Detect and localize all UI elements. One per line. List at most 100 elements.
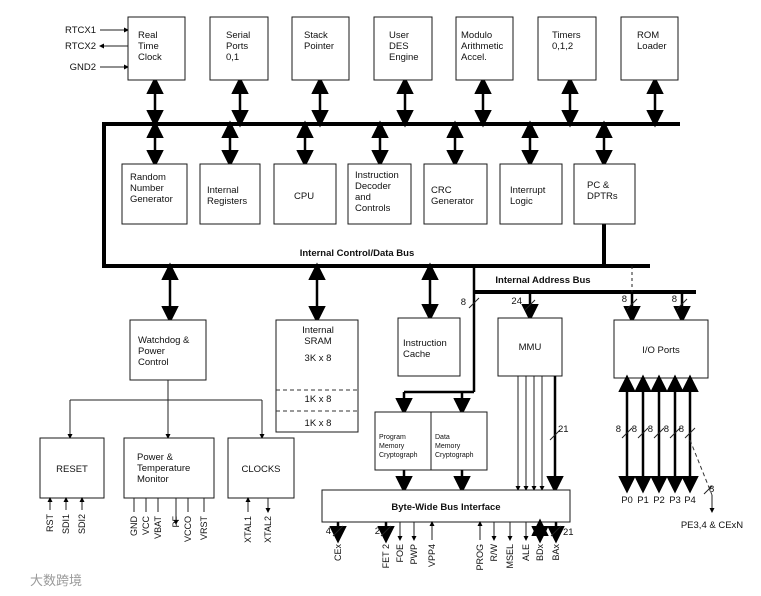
reset-pin-label: SDI2 bbox=[77, 514, 87, 534]
data-crypto-label: Data bbox=[435, 434, 450, 441]
sram-title: SRAM bbox=[304, 336, 332, 347]
port-width: 8 bbox=[616, 424, 621, 435]
power-pin-label: GND bbox=[129, 516, 139, 537]
watermark: 大数跨境 bbox=[30, 574, 82, 589]
top-block-label: Loader bbox=[637, 41, 667, 52]
top-block-label: Modulo bbox=[461, 30, 492, 41]
instruction-decoder-block bbox=[347, 163, 412, 225]
watchdog-label: Power bbox=[138, 346, 165, 357]
ba-width: 21 bbox=[563, 527, 574, 538]
program-crypto-label: Program bbox=[379, 434, 406, 441]
random-number-generator-block bbox=[121, 163, 188, 225]
power-pin-label: PF bbox=[171, 516, 181, 528]
power-monitor-label: Power & bbox=[137, 452, 174, 463]
watchdog-block bbox=[129, 319, 207, 381]
fet-width: 2 bbox=[375, 526, 380, 537]
io-ports-label: I/O Ports bbox=[642, 345, 680, 356]
sram-bank1: 1K x 8 bbox=[305, 394, 332, 405]
cpu-block bbox=[273, 163, 337, 225]
port-width: 8 bbox=[679, 424, 684, 435]
instruction-cache-label: Cache bbox=[403, 349, 430, 360]
watchdog-label: Control bbox=[138, 357, 169, 368]
p34-width: 8 bbox=[709, 484, 714, 495]
rtc-pin-label: RTCX2 bbox=[65, 41, 96, 52]
reset-label: RESET bbox=[56, 464, 88, 475]
port-label: P4 bbox=[684, 495, 696, 506]
port-width: 8 bbox=[632, 424, 637, 435]
cex-width: 4 bbox=[326, 526, 331, 537]
rom-loader-block bbox=[620, 16, 679, 81]
user-des-engine-block bbox=[373, 16, 433, 81]
port-label: P2 bbox=[653, 495, 665, 506]
mmu-label: MMU bbox=[519, 342, 542, 353]
bus-pin-label: MSEL bbox=[505, 544, 515, 569]
top-block-label: 0,1,2 bbox=[552, 41, 573, 52]
rtc-pin-label: RTCX1 bbox=[65, 25, 96, 36]
program-crypto-label: Memory bbox=[379, 443, 405, 450]
mid-block-label: and bbox=[355, 192, 371, 203]
top-block-label: Engine bbox=[389, 52, 419, 63]
p34-label: PE3,4 & CExN bbox=[681, 520, 743, 531]
internal-control-data-bus-label: Internal Control/Data Bus bbox=[300, 248, 415, 259]
mid-block-label: Decoder bbox=[355, 181, 391, 192]
sram-bank2: 1K x 8 bbox=[305, 418, 332, 429]
serial-ports-block bbox=[209, 16, 269, 81]
mid-block-label: Random bbox=[130, 172, 166, 183]
mid-blocks bbox=[121, 163, 636, 225]
top-block-label: Arithmetic bbox=[461, 41, 503, 52]
top-block-label: Ports bbox=[226, 41, 248, 52]
top-block-label: Accel. bbox=[461, 52, 487, 63]
clocks-label: CLOCKS bbox=[241, 464, 280, 475]
byte-wide-label: Byte-Wide Bus Interface bbox=[391, 502, 500, 513]
instruction-cache-block bbox=[397, 317, 461, 377]
port-width: 8 bbox=[664, 424, 669, 435]
bus-pin-label: FET 2 bbox=[381, 544, 391, 568]
reset-block bbox=[39, 437, 105, 499]
data-crypto-label: Cryptograph bbox=[435, 452, 474, 459]
top-block-label: Clock bbox=[138, 52, 162, 63]
port-label: P3 bbox=[669, 495, 681, 506]
top-block-label: DES bbox=[389, 41, 409, 52]
power-monitor-block bbox=[123, 437, 215, 499]
mmu-to-bus-interface bbox=[515, 376, 564, 494]
bus-width: 8 bbox=[622, 294, 627, 305]
byte-wide-bus-interface-block bbox=[321, 489, 571, 523]
clock-pin-label: XTAL1 bbox=[243, 516, 253, 543]
instruction-cache-label: Instruction bbox=[403, 338, 447, 349]
mmu-block bbox=[497, 317, 563, 377]
bus-pin-label: BAx bbox=[551, 544, 561, 561]
bus-pin-label: R/W bbox=[489, 544, 499, 562]
mid-block-label: Internal bbox=[207, 185, 239, 196]
mid-block-label: Instruction bbox=[355, 170, 399, 181]
data-memory-cryptograph-block bbox=[430, 411, 488, 471]
rtc-pin-label: GND2 bbox=[70, 62, 96, 73]
port-label: P0 bbox=[621, 495, 633, 506]
mid-block-label: CPU bbox=[294, 191, 314, 202]
pc-dptrs-block bbox=[573, 163, 636, 225]
power-monitor-label: Monitor bbox=[137, 474, 169, 485]
mid-block-label: DPTRs bbox=[587, 191, 618, 202]
reset-pin-label: RST bbox=[45, 513, 55, 532]
mid-block-connectors bbox=[146, 120, 613, 168]
mid-block-label: Controls bbox=[355, 203, 391, 214]
top-block-label: Stack bbox=[304, 30, 328, 41]
timers-block bbox=[537, 16, 597, 81]
top-block-label: ROM bbox=[637, 30, 659, 41]
port-lines bbox=[618, 374, 715, 513]
internal-registers-block bbox=[199, 163, 261, 225]
mid-block-label: PC & bbox=[587, 180, 610, 191]
top-block-label: Real bbox=[138, 30, 158, 41]
power-pin-label: VBAT bbox=[153, 516, 163, 539]
sram-block bbox=[275, 319, 359, 433]
clock-pin-label: XTAL2 bbox=[263, 516, 273, 543]
bus-pin-label: FOE bbox=[395, 544, 405, 563]
diagram-labels: RealTimeClockSerialPorts0,1StackPointerU… bbox=[30, 25, 743, 589]
modulo-arithmetic-block bbox=[455, 16, 514, 81]
stack-pointer-block bbox=[291, 16, 350, 81]
bus-pin-label: BDx bbox=[535, 544, 545, 562]
interrupt-logic-block bbox=[499, 163, 563, 225]
bus-width: 8 bbox=[672, 294, 677, 305]
bus-pin-label: CEx bbox=[333, 544, 343, 562]
bus-width: 21 bbox=[558, 424, 569, 435]
